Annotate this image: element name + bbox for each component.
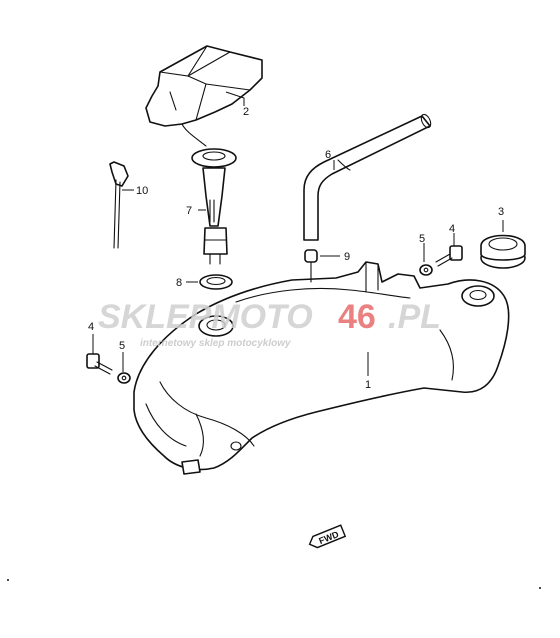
callout-6: 6 (325, 149, 331, 161)
callout-10: 10 (136, 185, 148, 197)
part-9-fitting[interactable] (304, 249, 318, 273)
watermark-brand-number: 46 (338, 298, 376, 336)
corner-dot-left (7, 579, 9, 581)
callout-3: 3 (498, 206, 504, 218)
part-7-fuel-sender[interactable] (191, 148, 237, 265)
callout-1: 1 (365, 379, 371, 391)
part-6-breather-hose[interactable] (303, 113, 433, 241)
watermark: SKLEPMOTO 46 .PL internetowy sklep motoc… (98, 298, 441, 349)
callout-9: 9 (344, 251, 350, 263)
part-4-bolt-right[interactable] (435, 245, 463, 267)
callout-8: 8 (176, 277, 182, 289)
watermark-tagline: internetowy sklep motocyklowy (140, 338, 291, 349)
callout-4-right: 4 (449, 223, 455, 235)
part-5-washer-left[interactable] (117, 372, 131, 384)
callout-4-left: 4 (88, 321, 94, 333)
part-5-washer-right[interactable] (419, 264, 433, 276)
callout-5-right: 5 (419, 233, 425, 245)
watermark-brand-left: SKLEPMOTO (98, 298, 313, 336)
part-1-fuel-tank[interactable] (133, 261, 510, 475)
part-3-fuel-cap[interactable] (480, 234, 526, 269)
part-4-bolt-left[interactable] (86, 353, 113, 375)
callout-2: 2 (243, 106, 249, 118)
callout-7: 7 (186, 205, 192, 217)
watermark-brand-suffix: .PL (388, 298, 441, 336)
corner-dot-right (539, 587, 541, 589)
part-8-gasket[interactable] (199, 274, 233, 290)
leader-2 (225, 91, 245, 106)
front-direction-marker: FWD (308, 524, 347, 549)
callout-5-left: 5 (119, 340, 125, 352)
part-10-clamp[interactable] (109, 161, 129, 249)
part-2-cover-pad[interactable] (145, 45, 263, 147)
